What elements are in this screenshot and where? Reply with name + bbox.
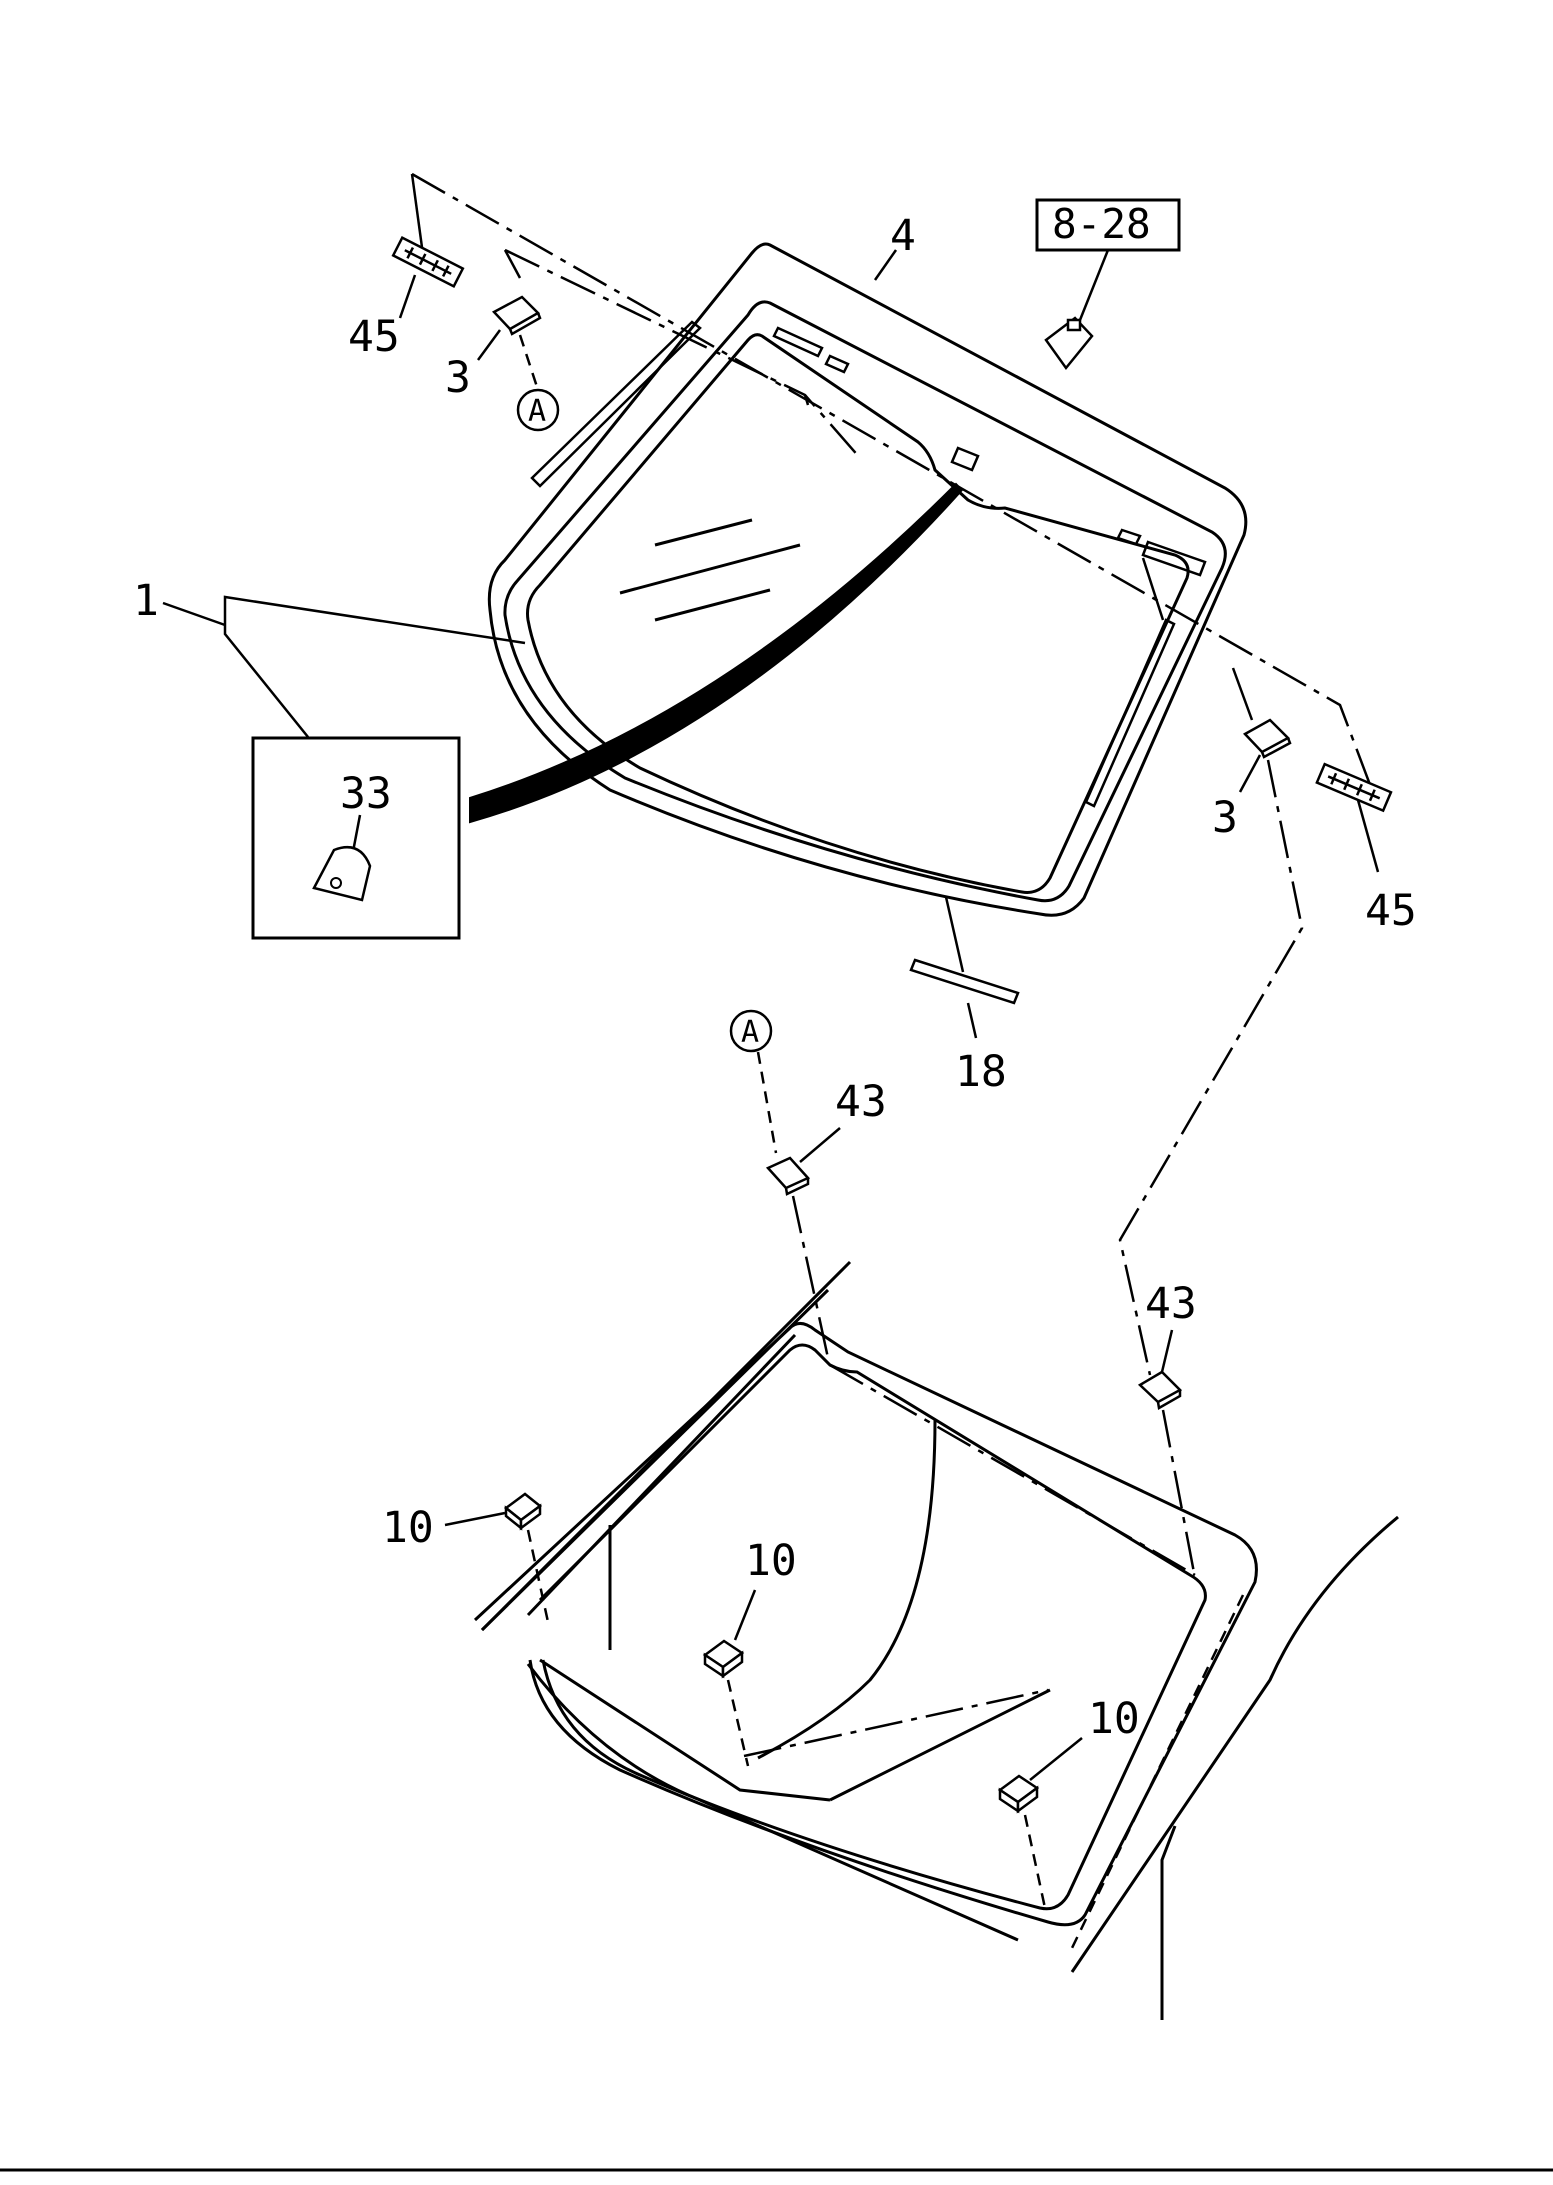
detail-box-33: 33 — [251, 736, 461, 940]
emblem-icon — [1315, 762, 1393, 813]
callout-3-left-label: 3 — [445, 353, 471, 403]
connector-a-top: A — [516, 388, 560, 432]
emblem-icon — [391, 235, 465, 289]
callout-4-label: 4 — [890, 211, 916, 261]
centerline-upper — [410, 172, 1374, 791]
emblem-45-right: 45 — [1315, 762, 1417, 936]
callout-33-label: 33 — [340, 769, 392, 819]
pad-10-right: 10 — [997, 1694, 1140, 1909]
callout-45-left-label: 45 — [348, 312, 400, 362]
pad-43-right: 43 — [1137, 1279, 1197, 1579]
callout-4: 4 — [873, 211, 916, 281]
callout-43-left-label: 43 — [835, 1077, 887, 1127]
clip-3-left: 3 — [445, 295, 542, 403]
callout-18-label: 18 — [955, 1047, 1007, 1097]
callout-43-right-label: 43 — [1145, 1279, 1197, 1329]
connector-a-bottom-letter: A — [741, 1015, 759, 1050]
emblem-45-left: 45 — [348, 235, 465, 362]
pad-10-center: 10 — [702, 1536, 797, 1767]
pad-43-left: 43 — [765, 1077, 887, 1359]
reference-box-label[interactable]: 8-28 — [1052, 200, 1151, 248]
centerline-right — [1118, 759, 1304, 1376]
rearview-mirror-icon — [1044, 316, 1094, 371]
callout-45-right-label: 45 — [1365, 886, 1417, 936]
callout-10-left-label: 10 — [382, 1503, 434, 1553]
callout-1: 1 — [133, 576, 526, 738]
callout-3-right-label: 3 — [1212, 793, 1238, 843]
pad-10-left: 10 — [382, 1492, 550, 1623]
connector-a-top-letter: A — [528, 394, 546, 429]
windshield-glass-assembly — [469, 242, 1248, 917]
callout-10-right-label: 10 — [1088, 1694, 1140, 1744]
callout-1-label: 1 — [133, 576, 159, 626]
callout-10-center-label: 10 — [745, 1536, 797, 1586]
body-opening-frame — [473, 1260, 1399, 2020]
clip-3-right: 3 — [1212, 718, 1292, 843]
part-18: 18 — [909, 896, 1020, 1097]
connector-a-bottom: A — [729, 1009, 778, 1154]
reference-8-28[interactable]: 8-28 — [1035, 198, 1181, 371]
clip-icon — [312, 846, 372, 902]
